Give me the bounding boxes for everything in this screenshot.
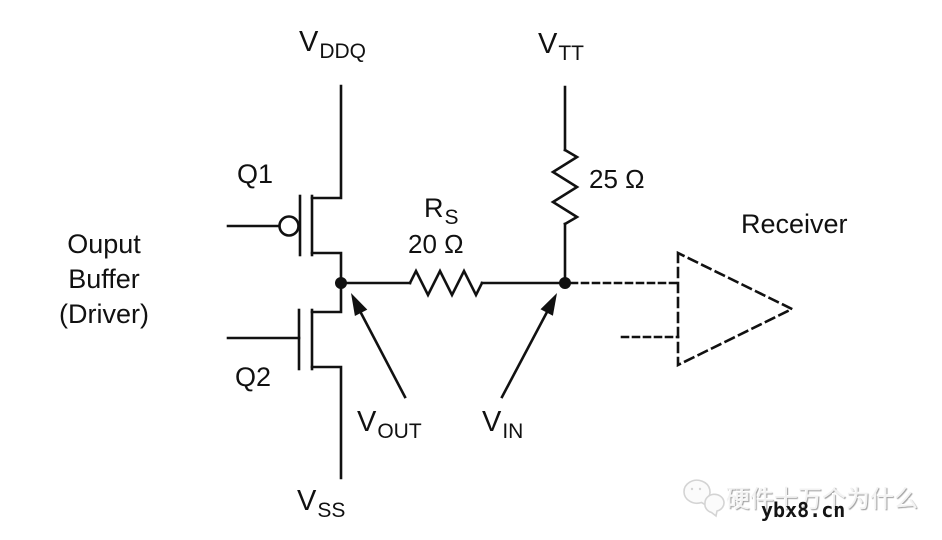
driver-block-label: Ouput Buffer (Driver) (28, 227, 180, 332)
vin-node-dot (559, 277, 571, 289)
q1-label: Q1 (237, 159, 274, 189)
resistor-rs-symbol (339, 268, 567, 298)
receiver-label: Receiver (741, 209, 848, 239)
vss-label: VSS (297, 485, 346, 522)
resistor-rt-symbol (550, 85, 580, 285)
vtt-label: VTT (538, 28, 584, 65)
q1-pmos-symbol (226, 194, 343, 314)
wechat-icon (683, 479, 725, 518)
vout-node-dot (335, 277, 347, 289)
q1-gate-bubble-icon (278, 215, 300, 237)
watermark-text: 硬件十万个为什么 (726, 486, 918, 513)
rs-value: 20 Ω (408, 229, 464, 259)
receiver-triangle-icon (676, 250, 795, 368)
receiver-input-stubs (569, 281, 680, 339)
arrow-vin (500, 293, 557, 399)
vddq-wire (310, 84, 343, 200)
watermark-url: ybx8.cn (761, 498, 846, 522)
driver-block-line3: (Driver) (59, 299, 149, 329)
vout-label: VOUT (357, 406, 422, 443)
rs-label: RS (424, 193, 459, 229)
arrow-vout (351, 293, 407, 399)
rt-value: 25 Ω (589, 164, 645, 194)
q2-nmos-symbol (226, 308, 343, 480)
driver-block-line2: Buffer (68, 264, 140, 294)
q2-label: Q2 (235, 362, 272, 392)
vin-label: VIN (482, 406, 524, 443)
driver-block-line1: Ouput (67, 229, 141, 259)
vddq-label: VDDQ (299, 26, 367, 63)
